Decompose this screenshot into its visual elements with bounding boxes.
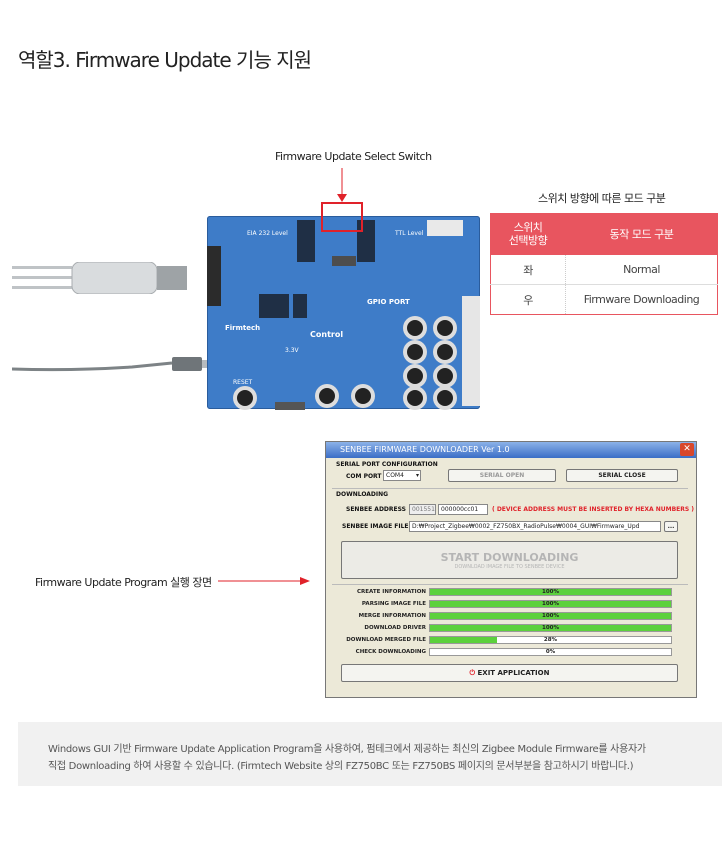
progress-row: DOWNLOAD DRIVER 100% bbox=[326, 624, 696, 634]
switch-highlight bbox=[321, 202, 363, 232]
progress-fill bbox=[430, 613, 671, 619]
downloader-window: SENBEE FIRMWARE DOWNLOADER Ver 1.0 ✕ SER… bbox=[325, 441, 697, 698]
address-prefix-field: 001551 bbox=[409, 504, 436, 515]
power-icon: ⏻ bbox=[469, 669, 476, 677]
start-downloading-title: START DOWNLOADING bbox=[440, 551, 579, 564]
com-port-value: COM4 bbox=[386, 472, 404, 479]
address-label: SENBEE ADDRESS bbox=[346, 506, 406, 513]
board-image: EIA 232 Level TTL Level GPIO PORT Contro… bbox=[207, 216, 480, 410]
page-title: 역할3. Firmware Update 기능 지원 bbox=[18, 48, 312, 72]
progress-row: DOWNLOAD MERGED FILE 28% bbox=[326, 636, 696, 646]
address-input[interactable]: 000000cc01 bbox=[438, 504, 488, 515]
progress-percent: 28% bbox=[543, 637, 558, 643]
progress-percent: 100% bbox=[542, 601, 559, 607]
close-icon[interactable]: ✕ bbox=[680, 443, 694, 456]
table-row: 우 Firmware Downloading bbox=[490, 284, 718, 315]
start-downloading-button[interactable]: START DOWNLOADING DOWNLOAD IMAGE FILE TO… bbox=[341, 541, 678, 579]
mode-table-header-mode: 동작 모드 구분 bbox=[565, 213, 718, 255]
start-downloading-subtitle: DOWNLOAD IMAGE FILE TO SENBEE DEVICE bbox=[454, 564, 565, 570]
serial-close-button[interactable]: SERIAL CLOSE bbox=[566, 469, 678, 482]
board-label-3v3: 3.3V bbox=[285, 347, 299, 354]
progress-percent: 100% bbox=[542, 589, 559, 595]
board-label-reset: RESET bbox=[233, 379, 253, 386]
progress-fill bbox=[430, 637, 498, 643]
mode-name: Normal bbox=[565, 254, 718, 285]
progress-fill bbox=[430, 589, 671, 595]
divider bbox=[332, 488, 688, 489]
description-box: Windows GUI 기반 Firmware Update Applicati… bbox=[18, 722, 722, 786]
progress-row: MERGE INFORMATION 100% bbox=[326, 612, 696, 622]
usb-cable-image bbox=[12, 357, 212, 372]
switch-label: Firmware Update Select Switch bbox=[275, 150, 432, 163]
mode-table-header-direction: 스위치 선택방향 bbox=[490, 213, 566, 255]
mode-direction: 좌 bbox=[490, 254, 566, 285]
progress-fill bbox=[430, 601, 671, 607]
table-row: 좌 Normal bbox=[490, 254, 718, 285]
downloading-section-label: DOWNLOADING bbox=[336, 491, 389, 498]
program-label: Firmware Update Program 실행 장면 bbox=[35, 576, 212, 589]
serial-section-label: SERIAL PORT CONFIGURATION bbox=[336, 461, 438, 468]
exit-application-label: EXIT APPLICATION bbox=[477, 669, 550, 677]
progress-label: CREATE INFORMATION bbox=[357, 589, 426, 595]
serial-cable-image bbox=[12, 262, 187, 294]
board-label-eia: EIA 232 Level bbox=[247, 230, 288, 237]
board-label-brand: Firmtech bbox=[225, 324, 261, 332]
image-file-input[interactable]: D:₩Project_Zigbee₩0002_FZ750BX_RadioPuls… bbox=[409, 521, 661, 532]
com-port-select[interactable]: COM4 ▾ bbox=[383, 470, 421, 481]
progress-fill bbox=[430, 625, 671, 631]
progress-bar: 0% bbox=[429, 648, 672, 656]
progress-bar: 100% bbox=[429, 624, 672, 632]
progress-bar: 100% bbox=[429, 612, 672, 620]
description-line-1: Windows GUI 기반 Firmware Update Applicati… bbox=[48, 744, 646, 755]
progress-label: DOWNLOAD MERGED FILE bbox=[346, 637, 426, 643]
divider bbox=[332, 584, 688, 585]
progress-row: CREATE INFORMATION 100% bbox=[326, 588, 696, 598]
progress-row: CHECK DOWNLOADING 0% bbox=[326, 648, 696, 658]
progress-label: DOWNLOAD DRIVER bbox=[364, 625, 426, 631]
mode-name: Firmware Downloading bbox=[565, 284, 718, 315]
window-titlebar: SENBEE FIRMWARE DOWNLOADER Ver 1.0 ✕ bbox=[326, 442, 696, 458]
mode-table-caption: 스위치 방향에 따른 모드 구분 bbox=[538, 192, 666, 205]
address-note: ( DEVICE ADDRESS MUST BE INSERTED BY HEX… bbox=[492, 506, 695, 513]
browse-button[interactable]: ... bbox=[664, 521, 678, 532]
progress-label: CHECK DOWNLOADING bbox=[355, 649, 426, 655]
progress-bar: 100% bbox=[429, 600, 672, 608]
progress-percent: 100% bbox=[542, 625, 559, 631]
progress-label: MERGE INFORMATION bbox=[358, 613, 426, 619]
progress-bar: 100% bbox=[429, 588, 672, 596]
progress-label: PARSING IMAGE FILE bbox=[361, 601, 426, 607]
down-arrow-icon bbox=[337, 168, 347, 202]
mode-table: 스위치 선택방향 동작 모드 구분 좌 Normal 우 Firmware Do… bbox=[490, 213, 718, 315]
exit-application-button[interactable]: ⏻ EXIT APPLICATION bbox=[341, 664, 678, 682]
board-label-gpio: GPIO PORT bbox=[367, 298, 410, 306]
description-line-2: 직접 Downloading 하여 사용할 수 있습니다. (Firmtech … bbox=[48, 761, 634, 772]
image-file-label: SENBEE IMAGE FILE bbox=[342, 523, 409, 530]
progress-percent: 0% bbox=[545, 649, 556, 655]
board-label-ttl: TTL Level bbox=[395, 230, 424, 237]
window-title: SENBEE FIRMWARE DOWNLOADER Ver 1.0 bbox=[340, 445, 510, 454]
chevron-down-icon: ▾ bbox=[415, 472, 419, 479]
right-arrow-icon bbox=[218, 577, 310, 585]
progress-bar: 28% bbox=[429, 636, 672, 644]
progress-row: PARSING IMAGE FILE 100% bbox=[326, 600, 696, 610]
serial-open-button[interactable]: SERIAL OPEN bbox=[448, 469, 556, 482]
mode-direction: 우 bbox=[490, 284, 566, 315]
com-port-label: COM PORT bbox=[346, 473, 382, 480]
progress-percent: 100% bbox=[542, 613, 559, 619]
board-label-control: Control bbox=[310, 330, 344, 339]
